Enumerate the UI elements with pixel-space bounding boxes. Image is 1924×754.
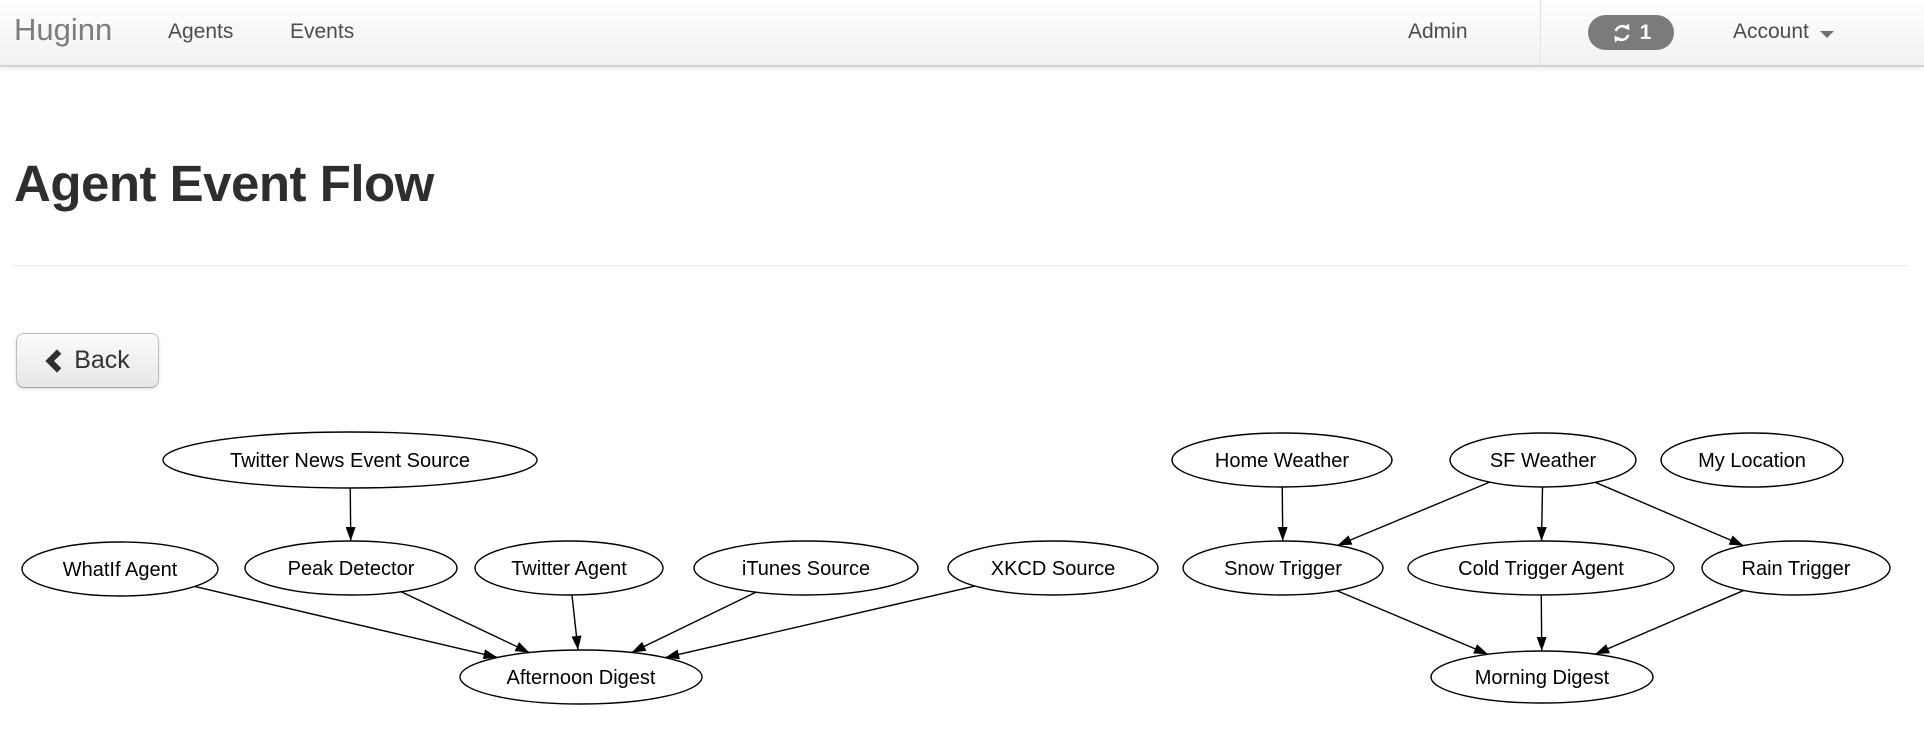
node-label-twitter-agent: Twitter Agent (511, 558, 627, 580)
jobs-badge[interactable]: 1 (1588, 15, 1674, 50)
node-label-twitter-news-event-source: Twitter News Event Source (230, 450, 470, 472)
divider-rule (14, 265, 1908, 266)
node-label-sf-weather: SF Weather (1490, 450, 1597, 472)
edge-sf-weather-to-cold-trigger-agent (1536, 486, 1547, 542)
node-peak-detector: Peak Detector (244, 540, 458, 596)
node-xkcd-source: XKCD Source (947, 540, 1159, 596)
edge-snow-trigger-to-morning-digest (1336, 590, 1489, 655)
navbar-divider (1540, 0, 1542, 65)
refresh-icon (1614, 22, 1630, 43)
node-my-location: My Location (1660, 432, 1844, 488)
edge-home-weather-to-snow-trigger (1277, 486, 1288, 542)
node-twitter-agent: Twitter Agent (474, 540, 664, 596)
node-label-my-location: My Location (1698, 450, 1806, 472)
edge-twitter-agent-to-afternoon-digest (571, 594, 582, 651)
chevron-left-icon (45, 348, 62, 373)
nav-agents[interactable]: Agents (168, 20, 234, 43)
node-morning-digest: Morning Digest (1430, 650, 1654, 704)
node-rain-trigger: Rain Trigger (1701, 540, 1891, 596)
back-button[interactable]: Back (16, 333, 159, 388)
node-label-peak-detector: Peak Detector (288, 558, 415, 580)
edge-sf-weather-to-snow-trigger (1337, 481, 1490, 547)
brand-link[interactable]: Huginn (14, 12, 113, 47)
edge-sf-weather-to-rain-trigger (1595, 481, 1744, 547)
node-snow-trigger: Snow Trigger (1182, 540, 1384, 596)
node-home-weather: Home Weather (1171, 432, 1393, 488)
nav-events[interactable]: Events (290, 20, 355, 43)
nav-admin[interactable]: Admin (1408, 20, 1468, 43)
node-itunes-source: iTunes Source (693, 540, 919, 596)
node-label-itunes-source: iTunes Source (742, 558, 870, 580)
node-label-morning-digest: Morning Digest (1475, 667, 1610, 689)
node-label-rain-trigger: Rain Trigger (1742, 558, 1851, 580)
node-label-cold-trigger-agent: Cold Trigger Agent (1458, 558, 1624, 580)
edge-peak-detector-to-afternoon-digest (400, 591, 530, 654)
page-title: Agent Event Flow (14, 155, 434, 212)
edge-whatif-agent-to-afternoon-digest (194, 585, 498, 660)
node-label-afternoon-digest: Afternoon Digest (507, 667, 656, 689)
jobs-count: 1 (1639, 20, 1652, 44)
node-label-whatif-agent: WhatIf Agent (63, 559, 178, 581)
navbar: Huginn Agents Events Admin 1 Account (0, 0, 1924, 67)
account-label: Account (1733, 20, 1809, 43)
node-label-snow-trigger: Snow Trigger (1224, 558, 1342, 580)
node-label-xkcd-source: XKCD Source (991, 558, 1116, 580)
edge-cold-trigger-agent-to-morning-digest (1536, 594, 1547, 652)
nav-account[interactable]: Account (1733, 20, 1834, 44)
node-cold-trigger-agent: Cold Trigger Agent (1407, 540, 1675, 596)
node-sf-weather: SF Weather (1449, 432, 1637, 488)
back-button-label: Back (74, 346, 130, 374)
edge-xkcd-source-to-afternoon-digest (664, 585, 976, 660)
node-twitter-news-event-source: Twitter News Event Source (162, 431, 538, 489)
node-label-home-weather: Home Weather (1215, 450, 1349, 472)
edge-rain-trigger-to-morning-digest (1594, 589, 1744, 655)
node-whatif-agent: WhatIf Agent (21, 541, 219, 597)
caret-down-icon (1819, 30, 1834, 38)
node-afternoon-digest: Afternoon Digest (459, 649, 703, 705)
edge-itunes-source-to-afternoon-digest (631, 591, 757, 654)
